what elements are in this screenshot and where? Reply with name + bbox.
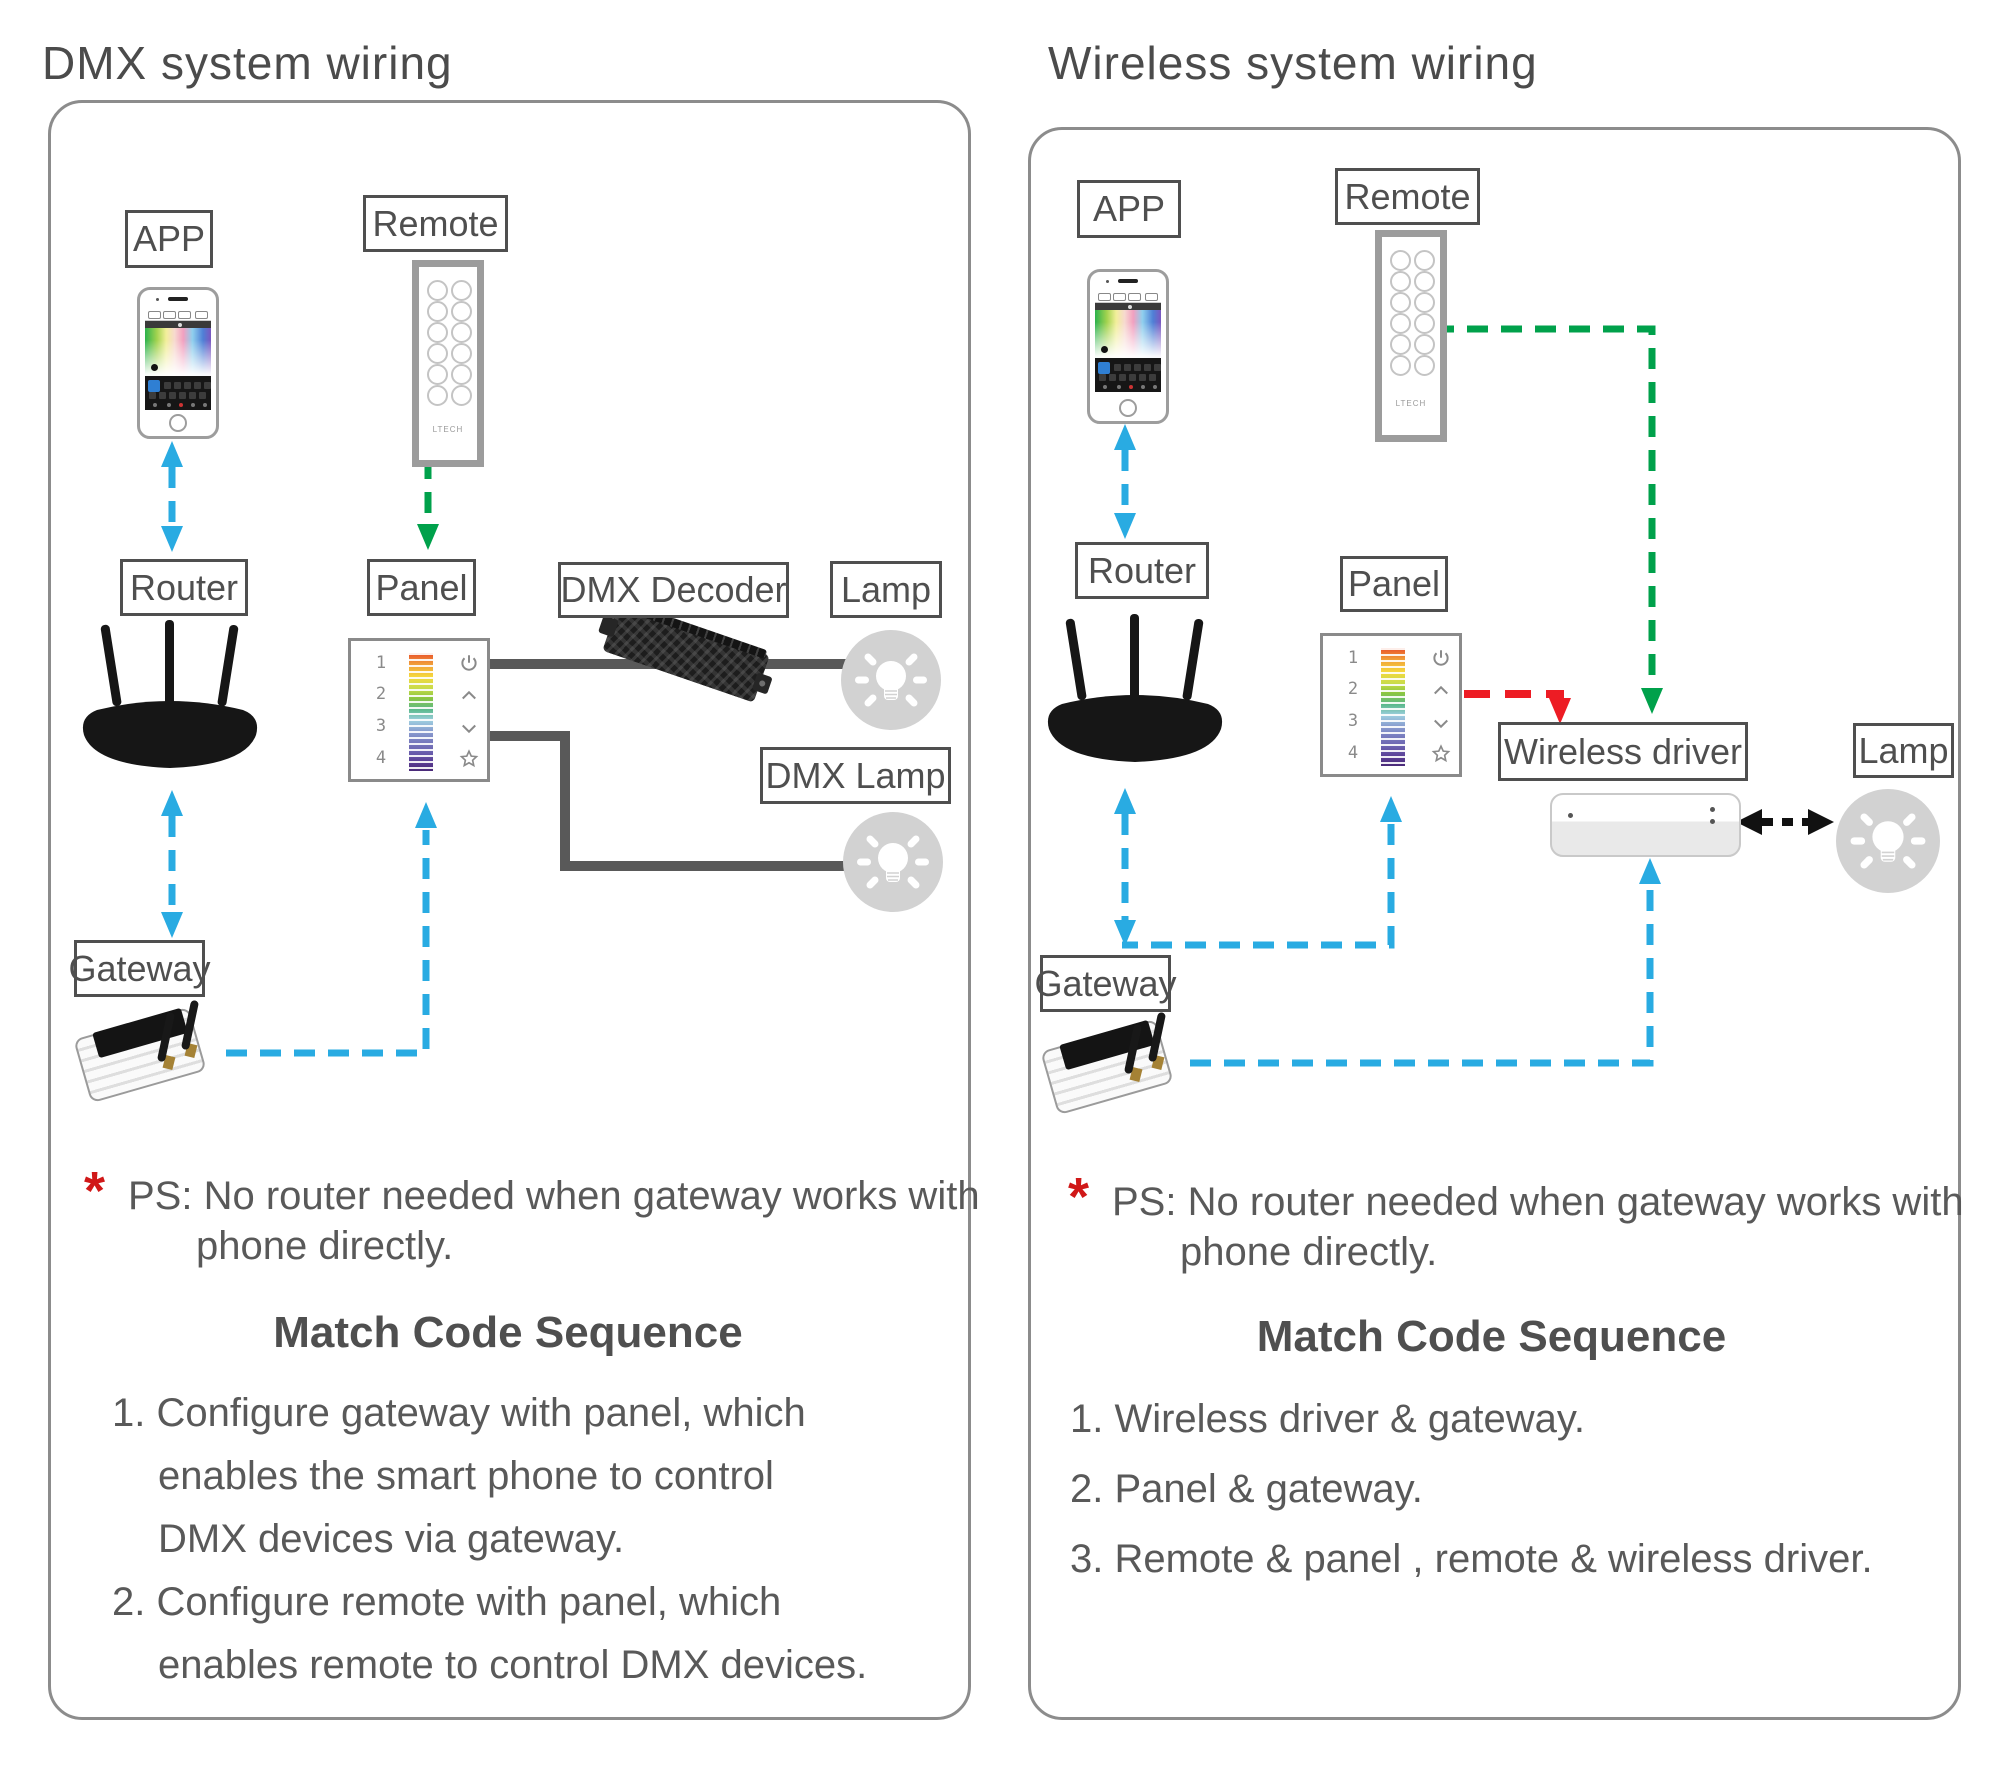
router-device (82, 620, 258, 768)
phone-home-button (169, 414, 187, 432)
channel-4: 4 (375, 748, 387, 768)
left-diagram-title: DMX system wiring (42, 37, 453, 89)
phone-screen (145, 308, 211, 410)
router-body (82, 701, 258, 768)
channel-2: 2 (375, 684, 387, 704)
match-code-step: enables the smart phone to control (158, 1454, 774, 1498)
label-router: Router (120, 559, 248, 616)
smartphone-app (137, 287, 219, 439)
match-code-step: DMX devices via gateway. (158, 1517, 625, 1561)
app-toolbar (145, 308, 211, 321)
label-app: APP (1077, 180, 1181, 238)
lamp-icon (1836, 789, 1940, 893)
match-code-step: enables remote to control DMX devices. (158, 1643, 868, 1687)
channel-3: 3 (375, 716, 387, 736)
right-diagram-title: Wireless system wiring (1048, 37, 1538, 89)
label-app: APP (125, 210, 213, 268)
label-remote: Remote (363, 195, 508, 252)
app-statusbar (145, 321, 211, 328)
footnote-line2: phone directly. (1180, 1230, 1438, 1274)
app-keypad (145, 376, 211, 410)
remote-control: LTECH (1375, 230, 1447, 442)
label-gateway: Gateway (68, 940, 211, 997)
match-code-step: 1. Wireless driver & gateway. (1070, 1397, 1585, 1441)
color-slider (409, 653, 433, 771)
footnote-line1: PS: No router needed when gateway works … (1112, 1180, 1964, 1224)
wireless-driver-device (1550, 793, 1741, 857)
color-slider (1381, 648, 1405, 766)
label-panel: Panel (1340, 556, 1448, 612)
label-panel: Panel (367, 559, 476, 616)
label-router: Router (1075, 542, 1209, 599)
zone-selected (148, 380, 160, 392)
brightness-down-icon (462, 724, 476, 734)
phone-camera (156, 298, 159, 301)
touch-panel-device: 1 2 3 4 (1320, 633, 1462, 777)
brightness-up-icon (462, 690, 476, 700)
match-code-title: Match Code Sequence (1256, 1312, 1727, 1361)
match-code-step: 1. Configure gateway with panel, which (112, 1391, 806, 1435)
router-antennas (100, 620, 239, 707)
brightness-down-icon (1434, 719, 1448, 729)
brightness-up-icon (1434, 685, 1448, 695)
match-code-list: 1. Wireless driver & gateway. 2. Panel &… (1070, 1384, 1873, 1594)
footnote-line2: phone directly. (196, 1224, 454, 1268)
match-code-step: 2. Configure remote with panel, which (112, 1580, 782, 1624)
phone-speaker (168, 297, 188, 301)
touch-panel-device: 1 2 3 4 (348, 638, 490, 782)
favorite-star-icon (1431, 744, 1451, 763)
gateway-device (1040, 1011, 1181, 1118)
picker-cursor (151, 364, 158, 371)
match-code-step: 2. Panel & gateway. (1070, 1467, 1423, 1511)
footnote-asterisk: * (1068, 1167, 1090, 1227)
label-lamp: Lamp (1853, 723, 1954, 778)
remote-control: LTECH (412, 260, 484, 467)
favorite-star-icon (459, 749, 479, 768)
label-gateway: Gateway (1034, 955, 1177, 1012)
dmx-lamp-icon (843, 812, 943, 912)
remote-brand: LTECH (1395, 399, 1427, 408)
gateway-device (73, 999, 214, 1106)
label-wireless-driver: Wireless driver (1498, 722, 1748, 781)
label-dmx-lamp: DMX Lamp (760, 747, 951, 804)
remote-brand: LTECH (432, 425, 464, 434)
channel-1: 1 (375, 653, 387, 673)
lamp-icon (841, 630, 941, 730)
smartphone-app (1087, 269, 1169, 424)
router-device (1047, 614, 1223, 762)
power-icon (461, 655, 477, 671)
power-icon (1433, 650, 1449, 666)
label-dmx-decoder: DMX Decoder (558, 562, 789, 618)
match-code-list: 1. Configure gateway with panel, which e… (112, 1382, 867, 1697)
footnote-line1: PS: No router needed when gateway works … (128, 1174, 980, 1218)
label-remote: Remote (1335, 168, 1480, 225)
footnote-asterisk: * (84, 1161, 106, 1221)
match-code-step: 3. Remote & panel , remote & wireless dr… (1070, 1537, 1873, 1581)
label-lamp: Lamp (830, 561, 942, 618)
match-code-title: Match Code Sequence (273, 1308, 743, 1357)
